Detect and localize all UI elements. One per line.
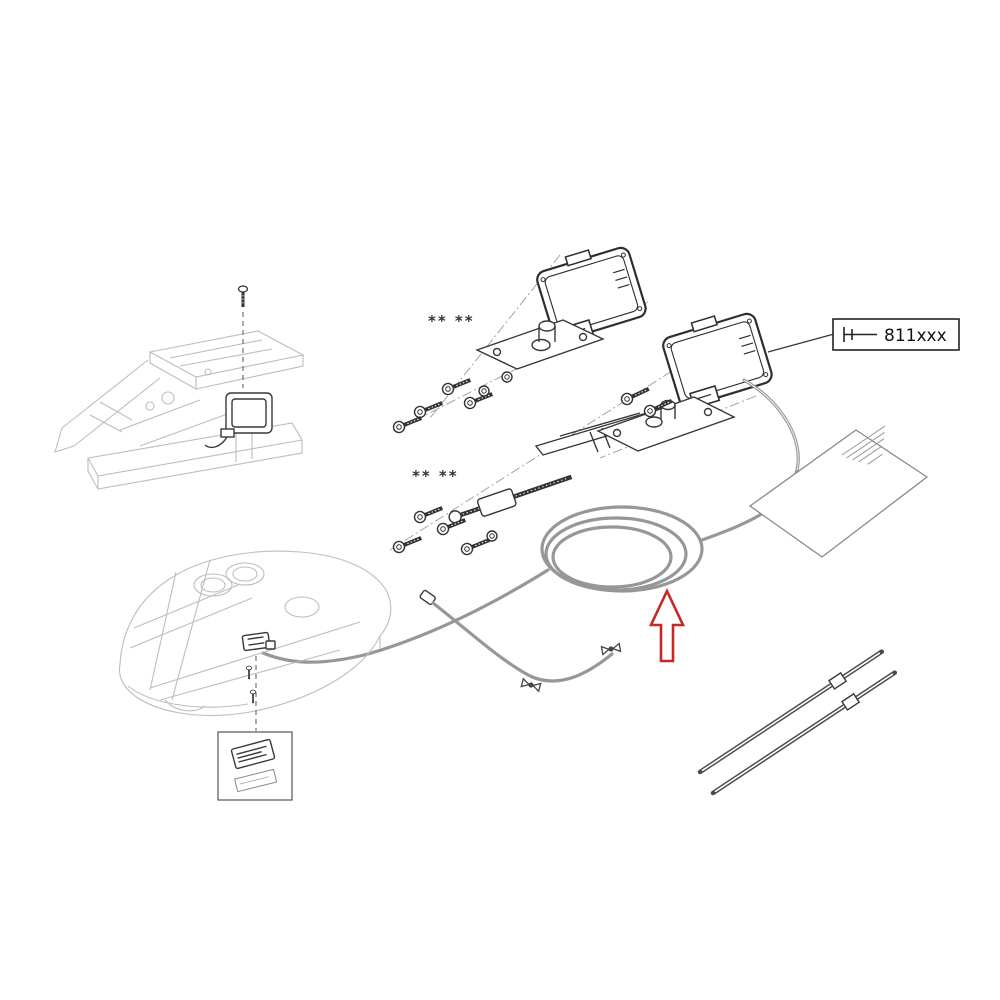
asterisk-marking-top: ** **: [428, 312, 475, 330]
part-callout: 811xxx: [767, 318, 960, 353]
manual-document: [748, 425, 929, 558]
main-cable: [261, 378, 800, 664]
tank-connector: [241, 631, 276, 731]
branch-cable: [419, 589, 614, 683]
ghost-tank-assembly: [118, 550, 392, 716]
highlight-arrow-icon: [648, 587, 686, 663]
wing-clip-1: [520, 678, 542, 692]
cable-tie-1: [697, 649, 885, 775]
relay-box: [204, 392, 273, 449]
threaded-rod: [448, 474, 573, 524]
mounting-plate-1: [475, 319, 605, 370]
mounting-plate-2: [596, 396, 736, 452]
cable-tie-2: [710, 670, 898, 796]
part-number-label: 811xxx: [884, 326, 947, 346]
sticker-box: [217, 731, 293, 801]
mount-screw: [237, 284, 249, 388]
bolt-length-icon: [843, 327, 877, 342]
fasteners-set-1: [389, 371, 513, 437]
control-unit-2: [657, 303, 776, 413]
asterisk-marking-bottom: ** **: [412, 467, 459, 485]
